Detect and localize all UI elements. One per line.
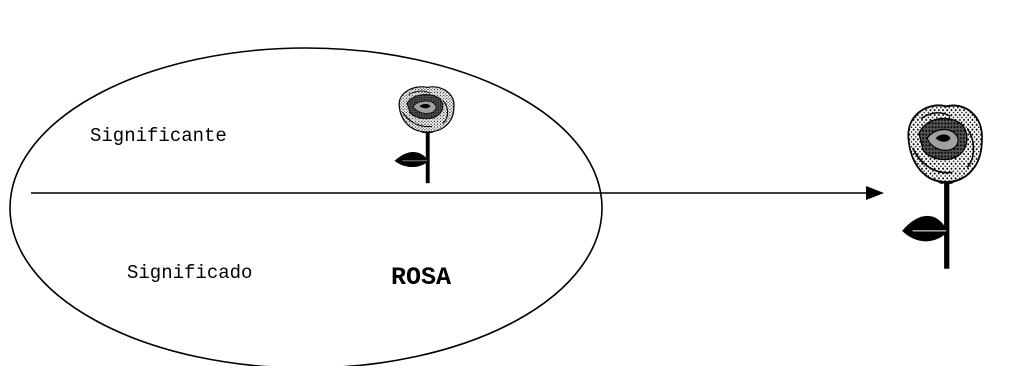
- sign-ellipse: [10, 48, 602, 366]
- signifier-label: Significante: [90, 125, 227, 147]
- arrow-right-icon: [866, 186, 884, 200]
- rose-icon: [395, 87, 454, 183]
- rose-icon: [902, 105, 982, 268]
- word-label: ROSA: [391, 263, 451, 292]
- signified-label: Significado: [127, 262, 252, 284]
